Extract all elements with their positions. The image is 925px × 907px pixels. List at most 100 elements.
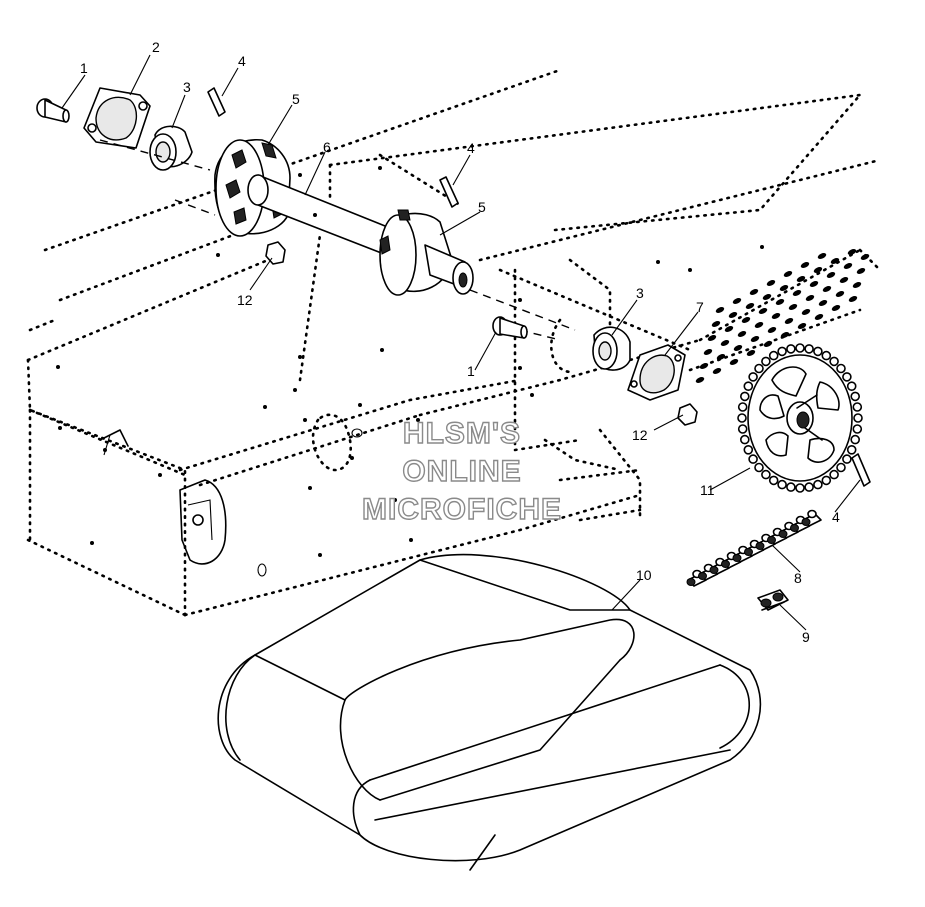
key-pin-right	[851, 453, 871, 487]
rail-hole	[715, 307, 725, 313]
rail-hole	[699, 363, 709, 369]
rail-hole	[749, 289, 759, 295]
rail-hole	[703, 349, 713, 355]
slide-rail	[695, 249, 870, 383]
callout-3-lower: 3	[636, 285, 644, 301]
drive-shaft-assembly	[214, 139, 474, 296]
rail-hole	[783, 271, 793, 277]
drive-chain	[686, 509, 822, 587]
sprocket-tooth	[777, 479, 787, 490]
nut-upper	[265, 241, 286, 265]
callout-2: 2	[152, 39, 160, 55]
sprocket-tooth	[739, 391, 750, 402]
rail-hole	[801, 309, 811, 315]
rail-hole	[724, 326, 734, 332]
sprocket-tooth	[842, 372, 852, 382]
sprocket-tooth	[786, 482, 796, 492]
rail-hole	[737, 331, 747, 337]
nut-lower	[677, 403, 698, 426]
rail-hole	[796, 276, 806, 282]
sprocket-tooth	[842, 454, 852, 464]
callout-12-upper: 12	[237, 292, 253, 308]
watermark: HLSM'S ONLINE MICROFICHE	[361, 416, 562, 526]
callout-9: 9	[802, 629, 810, 645]
callout-3-upper: 3	[183, 79, 191, 95]
chain-link	[801, 509, 822, 527]
rail-hole	[784, 318, 794, 324]
sprocket-tooth	[850, 391, 861, 402]
sprocket-tooth	[836, 363, 846, 374]
sprocket-tooth	[761, 356, 771, 367]
sprocket-tooth	[804, 344, 814, 354]
sprocket-tooth	[786, 344, 796, 354]
flange-housing-lower	[627, 344, 686, 401]
callout-11: 11	[700, 482, 715, 498]
rail-hole	[826, 272, 836, 278]
callout-4-middle: 4	[467, 140, 475, 156]
rail-hole	[847, 249, 857, 255]
rail-hole	[797, 323, 807, 329]
callout-10: 10	[636, 567, 652, 583]
callout-7: 7	[696, 299, 704, 315]
callout-8: 8	[794, 570, 802, 586]
rear-bracket	[99, 429, 227, 565]
callout-5-lower: 5	[478, 199, 486, 215]
sprocket-tooth	[768, 475, 779, 486]
rail-hole	[848, 296, 858, 302]
sprocket-tooth	[754, 462, 764, 473]
rail-hole	[775, 299, 785, 305]
sprocket-tooth	[737, 402, 748, 412]
callout-1-lower: 1	[467, 363, 475, 379]
sprocket-tooth	[748, 372, 758, 382]
sprocket-tooth	[795, 483, 805, 493]
sprocket-tooth	[748, 454, 758, 464]
sprocket-tooth	[852, 402, 863, 412]
rail-hole	[852, 282, 862, 288]
carriage-bolt-upper	[36, 98, 70, 123]
rail-hole	[711, 321, 721, 327]
sprocket-tooth	[813, 479, 823, 490]
sprocket-tooth	[777, 346, 787, 357]
callout-1-upper: 1	[80, 60, 88, 76]
master-link	[757, 589, 789, 611]
sprocket-tooth	[846, 444, 857, 455]
rail-hole	[766, 280, 776, 286]
chassis-frame	[26, 68, 882, 617]
rail-hole	[830, 258, 840, 264]
rail-hole	[860, 254, 870, 260]
callout-4-upper: 4	[238, 53, 246, 69]
rail-hole	[754, 322, 764, 328]
rail-hole	[814, 314, 824, 320]
rail-hole	[800, 262, 810, 268]
rail-hole	[839, 277, 849, 283]
sprocket-tooth	[852, 424, 863, 434]
rail-hole	[805, 295, 815, 301]
callout-numbers: 1 2 3 4 5 6 4 5 12 3 7 1 12 11 4 8 10 9	[80, 39, 840, 645]
watermark-line-1: HLSM'S	[403, 417, 521, 450]
bearing-lower	[550, 318, 631, 374]
sprocket-tooth	[846, 381, 857, 392]
sprocket-tooth	[836, 462, 846, 473]
rail-hole	[741, 317, 751, 323]
sprocket-tooth	[829, 356, 839, 367]
rail-hole	[767, 327, 777, 333]
bearing-upper	[149, 125, 193, 171]
key-pin-upper	[207, 87, 226, 117]
rail-hole	[818, 300, 828, 306]
watermark-line-3: MICROFICHE	[362, 493, 562, 526]
rail-hole	[750, 336, 760, 342]
rail-hole	[788, 304, 798, 310]
sprocket-tooth	[829, 469, 839, 480]
sprocket-tooth	[795, 343, 805, 353]
rail-hole	[780, 332, 790, 338]
rail-hole	[712, 368, 722, 374]
callout-4-right: 4	[832, 509, 840, 525]
sprocket-tooth	[813, 346, 823, 357]
sprocket-tooth	[754, 363, 764, 374]
rail-hole	[728, 312, 738, 318]
rail-hole	[707, 335, 717, 341]
sprocket-tooth	[743, 381, 754, 392]
key-pin-middle	[439, 176, 459, 208]
rail-hole	[779, 285, 789, 291]
rail-hole	[843, 263, 853, 269]
